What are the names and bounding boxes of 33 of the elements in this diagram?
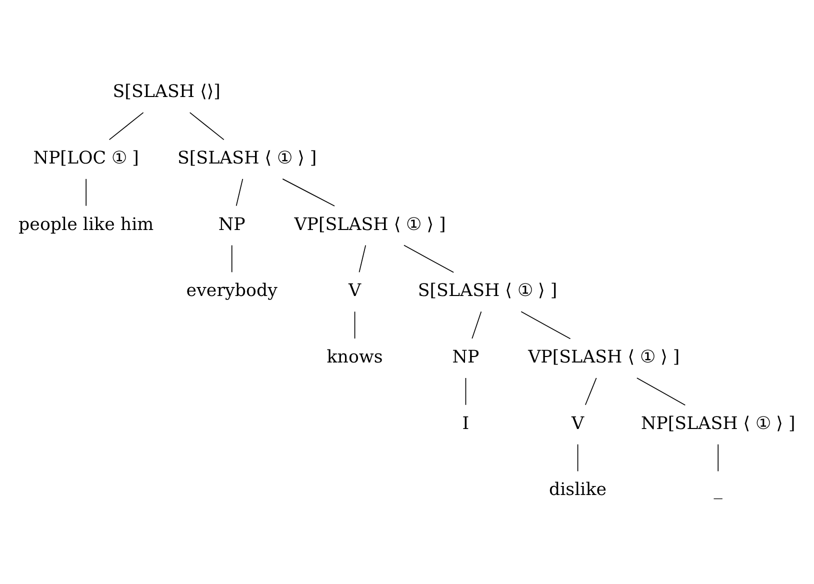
node-text: NP[LOC ① ]	[33, 148, 139, 168]
node-text: NP[SLASH ⟨ ① ⟩ ]	[640, 414, 796, 434]
connector	[718, 444, 719, 472]
connector	[282, 178, 335, 206]
connector	[354, 311, 356, 339]
node-text: VP[SLASH ⟨ ① ⟩ ]	[528, 347, 680, 368]
node-text: S[SLASH ⟨ ① ⟩ ]	[418, 281, 558, 302]
node-text: knows	[326, 347, 383, 368]
node-text: I	[462, 414, 470, 434]
node-text: V	[348, 281, 362, 302]
connector	[584, 378, 597, 406]
node-text: people like him	[18, 214, 154, 235]
node-text: dislike	[548, 480, 607, 500]
node-text: V	[572, 414, 584, 434]
node-text: VP[SLASH ⟨ ① ⟩ ]	[294, 214, 446, 235]
connector	[189, 112, 224, 140]
node-text: NP	[452, 347, 480, 368]
node-text: NP	[218, 214, 246, 235]
node-text: _	[714, 480, 722, 500]
node-text: S[SLASH ⟨ ① ⟩ ]	[177, 148, 317, 168]
connector	[472, 311, 482, 339]
connector	[86, 178, 87, 206]
connector	[108, 112, 144, 140]
node-text: S[SLASH ⟨⟩]	[112, 82, 220, 102]
connector	[236, 178, 244, 206]
connector	[231, 244, 232, 273]
connector	[577, 444, 578, 472]
connector	[465, 378, 466, 406]
connector	[636, 378, 686, 406]
connector	[404, 244, 454, 273]
connector	[358, 244, 366, 273]
connector	[520, 311, 571, 340]
node-text: everybody	[186, 281, 278, 302]
